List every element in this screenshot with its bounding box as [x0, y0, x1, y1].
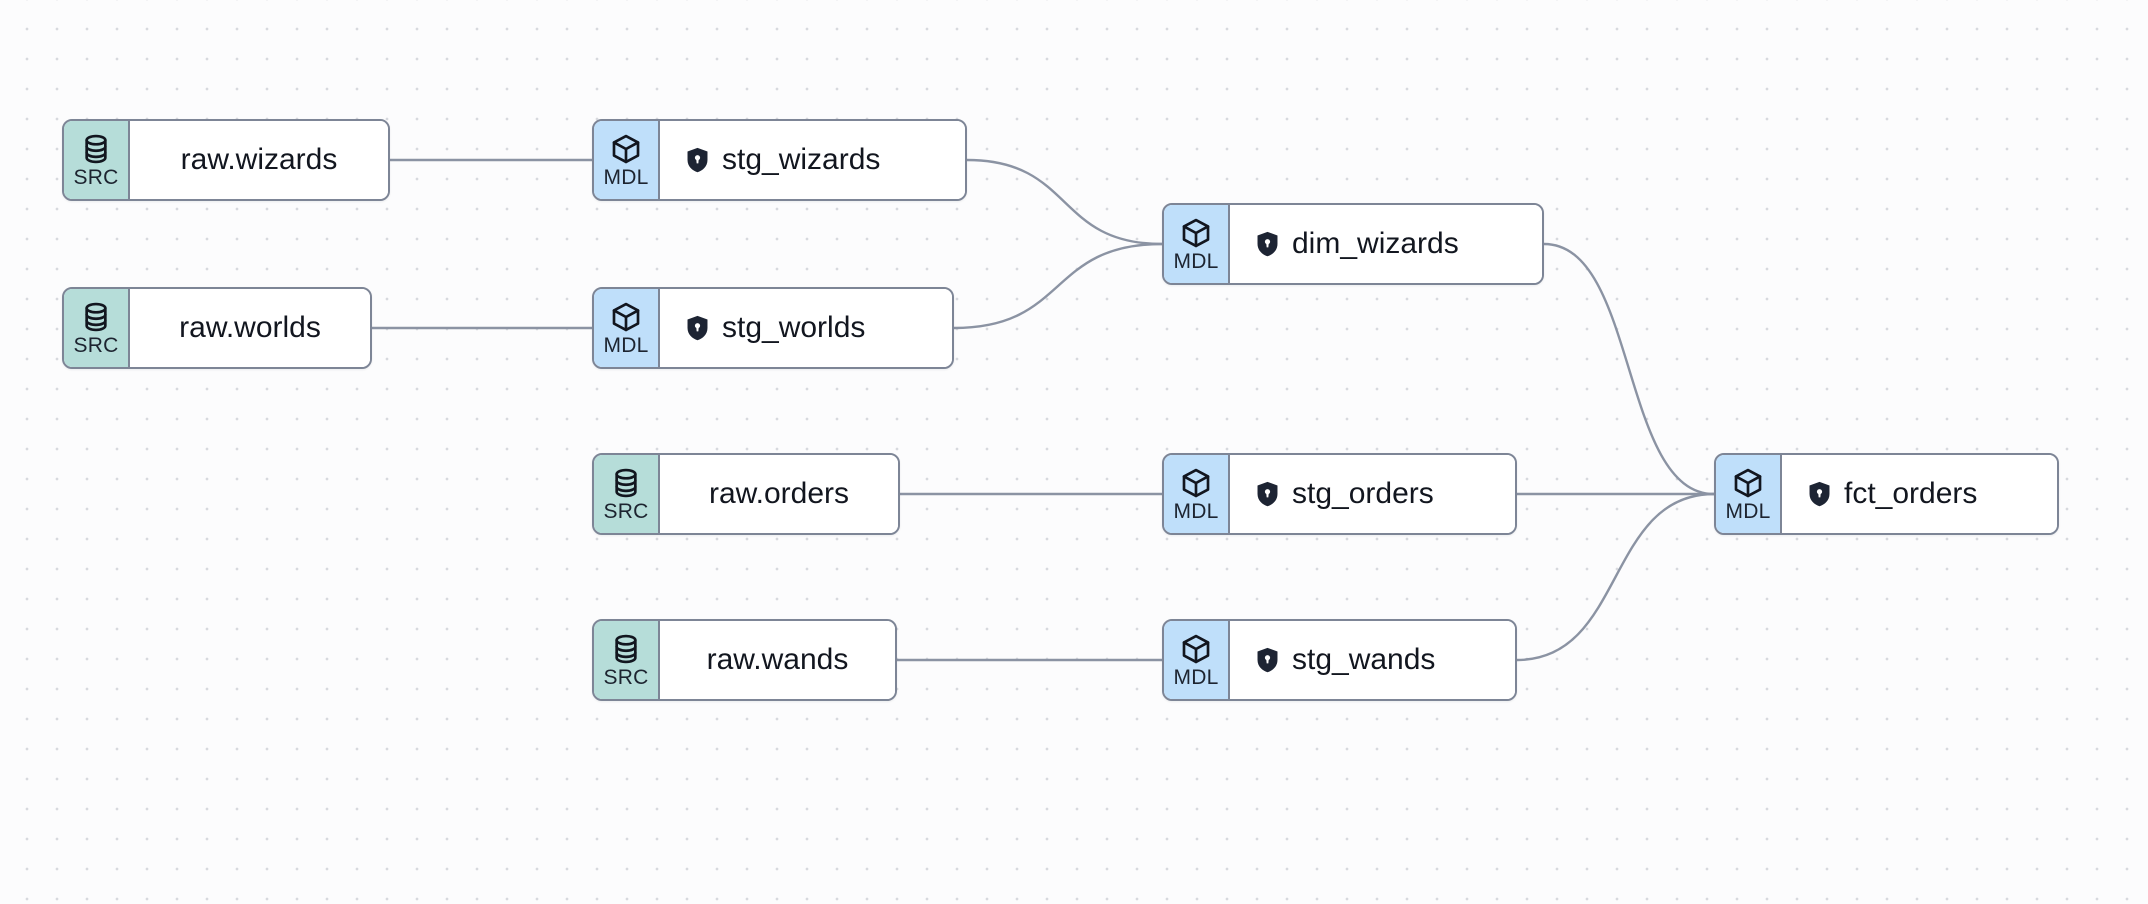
edge-stg_wands-to-fct_orders: [1515, 492, 1716, 662]
node-body-raw_wands: raw.wands: [660, 621, 895, 699]
node-kind-label: SRC: [603, 499, 649, 523]
database-icon: [615, 634, 637, 663]
node-label-raw_orders: raw.orders: [708, 477, 850, 510]
node-kind-badge-raw_orders: SRC: [594, 455, 660, 533]
node-label-dim_wizards: dim_wizards: [1292, 227, 1459, 260]
node-body-dim_wizards: dim_wizards: [1230, 205, 1542, 283]
cube-icon: [612, 134, 640, 163]
node-kind-badge-stg_worlds: MDL: [594, 289, 660, 367]
node-kind-label: MDL: [1173, 665, 1219, 689]
node-kind-label: MDL: [603, 165, 649, 189]
node-label-stg_orders: stg_orders: [1292, 477, 1434, 510]
cube-icon: [1182, 218, 1210, 247]
node-stg_worlds[interactable]: MDL stg_worlds: [592, 287, 954, 369]
node-label-stg_wands: stg_wands: [1292, 643, 1436, 676]
cube-icon: [612, 302, 640, 331]
shield-lock-icon: [1257, 481, 1278, 507]
node-label-raw_worlds: raw.worlds: [179, 311, 321, 344]
node-body-fct_orders: fct_orders: [1782, 455, 2057, 533]
node-kind-badge-stg_wands: MDL: [1164, 621, 1230, 699]
node-label-raw_wands: raw.wands: [706, 643, 849, 676]
cube-icon: [1182, 634, 1210, 663]
shield-lock-icon: [1809, 481, 1830, 507]
database-icon: [615, 468, 637, 497]
shield-lock-icon: [687, 147, 708, 173]
node-kind-label: MDL: [603, 333, 649, 357]
node-raw_orders[interactable]: SRC raw.orders: [592, 453, 900, 535]
node-fct_orders[interactable]: MDL fct_orders: [1714, 453, 2059, 535]
node-kind-label: SRC: [73, 165, 119, 189]
node-label-stg_worlds: stg_worlds: [722, 311, 866, 344]
node-dim_wizards[interactable]: MDL dim_wizards: [1162, 203, 1544, 285]
node-body-stg_worlds: stg_worlds: [660, 289, 952, 367]
database-icon: [85, 134, 107, 163]
node-kind-badge-fct_orders: MDL: [1716, 455, 1782, 533]
node-kind-label: SRC: [73, 333, 119, 357]
node-kind-label: MDL: [1173, 249, 1219, 273]
node-body-raw_worlds: raw.worlds: [130, 289, 370, 367]
shield-lock-icon: [687, 315, 708, 341]
node-kind-badge-raw_wizards: SRC: [64, 121, 130, 199]
node-stg_orders[interactable]: MDL stg_orders: [1162, 453, 1517, 535]
node-raw_wizards[interactable]: SRC raw.wizards: [62, 119, 390, 201]
database-icon: [85, 302, 107, 331]
edge-stg_wizards-to-dim_wizards: [965, 158, 1164, 246]
node-label-fct_orders: fct_orders: [1844, 477, 1978, 510]
node-label-raw_wizards: raw.wizards: [180, 143, 338, 176]
cube-icon: [1182, 468, 1210, 497]
node-kind-badge-dim_wizards: MDL: [1164, 205, 1230, 283]
node-body-raw_wizards: raw.wizards: [130, 121, 388, 199]
node-kind-label: SRC: [603, 665, 649, 689]
node-body-stg_wizards: stg_wizards: [660, 121, 965, 199]
node-raw_wands[interactable]: SRC raw.wands: [592, 619, 897, 701]
node-body-stg_wands: stg_wands: [1230, 621, 1515, 699]
edge-dim_wizards-to-fct_orders: [1542, 242, 1716, 496]
shield-lock-icon: [1257, 647, 1278, 673]
shield-lock-icon: [1257, 231, 1278, 257]
node-kind-label: MDL: [1173, 499, 1219, 523]
node-body-raw_orders: raw.orders: [660, 455, 898, 533]
node-label-stg_wizards: stg_wizards: [722, 143, 881, 176]
node-kind-badge-raw_wands: SRC: [594, 621, 660, 699]
node-stg_wizards[interactable]: MDL stg_wizards: [592, 119, 967, 201]
node-kind-badge-raw_worlds: SRC: [64, 289, 130, 367]
node-kind-badge-stg_orders: MDL: [1164, 455, 1230, 533]
node-stg_wands[interactable]: MDL stg_wands: [1162, 619, 1517, 701]
node-kind-label: MDL: [1725, 499, 1771, 523]
node-body-stg_orders: stg_orders: [1230, 455, 1515, 533]
node-raw_worlds[interactable]: SRC raw.worlds: [62, 287, 372, 369]
cube-icon: [1734, 468, 1762, 497]
edge-stg_worlds-to-dim_wizards: [952, 242, 1164, 330]
node-kind-badge-stg_wizards: MDL: [594, 121, 660, 199]
